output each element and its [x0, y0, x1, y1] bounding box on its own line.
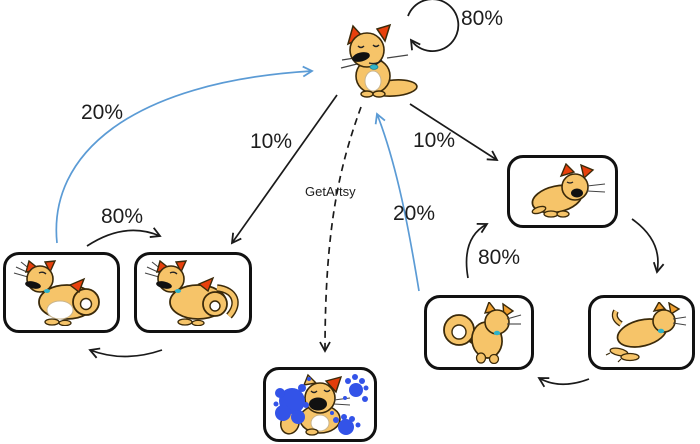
lying-cat-icon — [531, 162, 606, 218]
left-blue-curve-arrow — [55, 65, 314, 244]
left-pair-label: 80% — [101, 205, 144, 228]
state-box-artsy — [263, 367, 377, 442]
grooming-tail-cat-icon — [144, 259, 239, 326]
self-loop-arrow — [407, 0, 460, 53]
paint-splats — [273, 373, 369, 435]
get-artsy-dashed-arrow — [319, 106, 362, 353]
state-top-awake — [332, 20, 424, 100]
paint-splattered-cat-icon — [273, 373, 369, 436]
stretching-cat-icon — [605, 301, 686, 362]
right-diagonal-arrow — [409, 103, 499, 162]
right-up-arrow — [465, 222, 489, 279]
self-loop-label: 80% — [461, 7, 504, 30]
state-box-right-top — [507, 155, 618, 228]
left-diagonal-label: 10% — [250, 130, 293, 153]
grooming-cat-icon — [13, 259, 100, 326]
state-box-right-bottom-left — [424, 295, 534, 370]
right-diagonal-label: 10% — [413, 129, 456, 152]
left-pair-top-arrow — [86, 227, 162, 247]
right-blue-curve-arrow — [374, 112, 420, 292]
left-diagonal-arrow — [230, 94, 338, 245]
left-pair-bottom-arrow — [88, 347, 163, 359]
right-bottom-arrow — [537, 377, 590, 388]
get-artsy-label: GetArtsy — [305, 184, 356, 199]
walking-away-cat-icon — [443, 301, 522, 364]
sitting-cat-icon — [340, 23, 418, 98]
state-box-left-2 — [134, 252, 252, 333]
right-down-arrow — [631, 218, 665, 274]
state-box-right-bottom-right — [588, 295, 695, 370]
state-box-left-1 — [3, 252, 120, 333]
left-curve-label: 20% — [81, 101, 124, 124]
right-curve-label: 20% — [393, 202, 436, 225]
right-up-label: 80% — [478, 246, 521, 269]
